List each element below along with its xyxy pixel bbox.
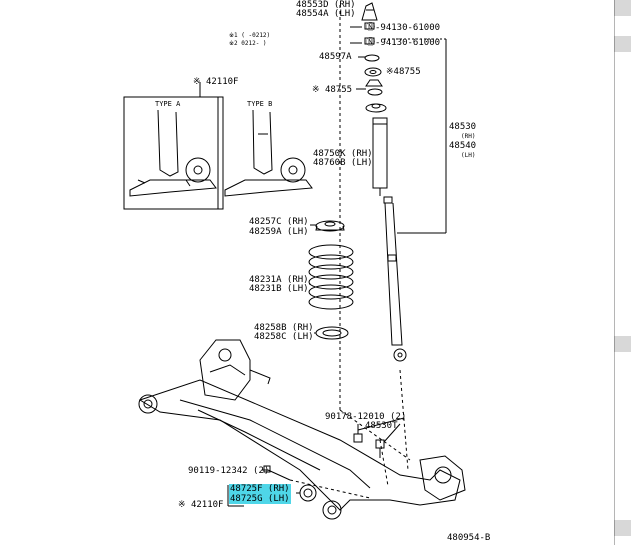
note-1: ※1 ( -0212)	[229, 32, 271, 39]
label-48258c[interactable]: 48258C (LH)	[254, 332, 314, 342]
scroll-marker-1[interactable]	[614, 0, 631, 16]
label-42110f-top[interactable]: ※ 42110F	[193, 77, 239, 87]
note-2: ※2 0212- )	[229, 40, 267, 47]
label-94130-a-text: 94130-61000	[380, 23, 441, 33]
figure-id: 480954-B	[447, 533, 491, 543]
label-48725g-highlight: 48725G (LH)	[229, 494, 291, 504]
type-b-sketch	[224, 109, 313, 197]
label-48760b[interactable]: 48760B (LH)	[313, 158, 373, 168]
nut-part-94130-b[interactable]	[364, 37, 375, 45]
shock-absorber-part[interactable]	[372, 117, 407, 362]
label-94130-b-text: 94130-61000	[380, 38, 441, 48]
label-48259a[interactable]: 48259A (LH)	[249, 227, 309, 237]
nut-part-94130-a[interactable]	[364, 22, 375, 30]
label-48597a[interactable]: 48597A	[319, 52, 352, 62]
label-90178[interactable]: 90178-12010 (2)	[325, 412, 407, 422]
label-48750k[interactable]: 48750K (RH)	[313, 149, 373, 159]
bump-stopper-part[interactable]	[361, 2, 378, 21]
type-a-label: TYPE A	[155, 100, 181, 108]
washer-part[interactable]	[365, 103, 387, 113]
type-detail-box	[123, 96, 224, 210]
bushing-part-48725[interactable]	[299, 484, 317, 502]
coil-spring-part[interactable]	[308, 244, 354, 310]
label-48530-rh: (RH)	[461, 133, 476, 140]
label-48258b[interactable]: 48258B (RH)	[254, 323, 314, 333]
scroll-marker-2[interactable]	[614, 36, 631, 52]
bolt-part-90119[interactable]	[263, 465, 291, 481]
label-48725g[interactable]: 48725G (LH)	[229, 494, 291, 504]
cushion-part-48597a[interactable]	[364, 54, 380, 62]
label-48231b[interactable]: 48231B (LH)	[249, 284, 309, 294]
type-a-sketch	[129, 109, 217, 197]
scrollbar[interactable]	[614, 0, 631, 545]
label-48725f-highlight: 48725F (RH)	[229, 484, 291, 494]
rear-axle-beam-part[interactable]	[138, 339, 466, 520]
cushion-part-48755-lower[interactable]	[365, 79, 383, 96]
label-48755-upper[interactable]: ※48755	[386, 67, 421, 77]
n-circle-icon: Ⓝ-	[366, 38, 381, 48]
label-48725f[interactable]: 48725F (RH)	[229, 484, 291, 494]
label-94130-b[interactable]: Ⓝ-94130-61000	[366, 38, 440, 48]
label-42110f-bottom[interactable]: ※ 42110F	[178, 500, 224, 510]
dashed-leaders	[289, 369, 411, 499]
scroll-marker-3[interactable]	[614, 336, 631, 352]
label-48554a[interactable]: 48554A (LH)	[296, 9, 356, 19]
label-48530[interactable]: 48530	[449, 122, 477, 132]
label-48540[interactable]: 48540	[449, 141, 477, 151]
upper-spring-seat-part[interactable]	[315, 220, 345, 232]
leader-48530	[382, 38, 447, 234]
solid-leaders	[227, 26, 405, 507]
label-48553d[interactable]: 48553D (RH)	[296, 0, 356, 10]
n-circle-icon: Ⓝ-	[366, 23, 381, 33]
lower-spring-seat-part[interactable]	[315, 326, 349, 340]
label-48257c[interactable]: 48257C (RH)	[249, 217, 309, 227]
label-90119[interactable]: 90119-12342 (2)	[188, 466, 270, 476]
bolt-part-90178[interactable]	[353, 424, 363, 443]
label-48530t[interactable]: 48530T	[365, 421, 398, 431]
label-48755-lower[interactable]: ※ 48755	[312, 85, 353, 95]
label-48231a[interactable]: 48231A (RH)	[249, 275, 309, 285]
label-94130-a[interactable]: Ⓝ-94130-61000	[366, 23, 440, 33]
type-b-label: TYPE B	[247, 100, 273, 108]
scroll-marker-4[interactable]	[614, 520, 631, 536]
label-48540-lh: (LH)	[461, 152, 476, 159]
cushion-part-48755-upper[interactable]	[364, 67, 382, 77]
